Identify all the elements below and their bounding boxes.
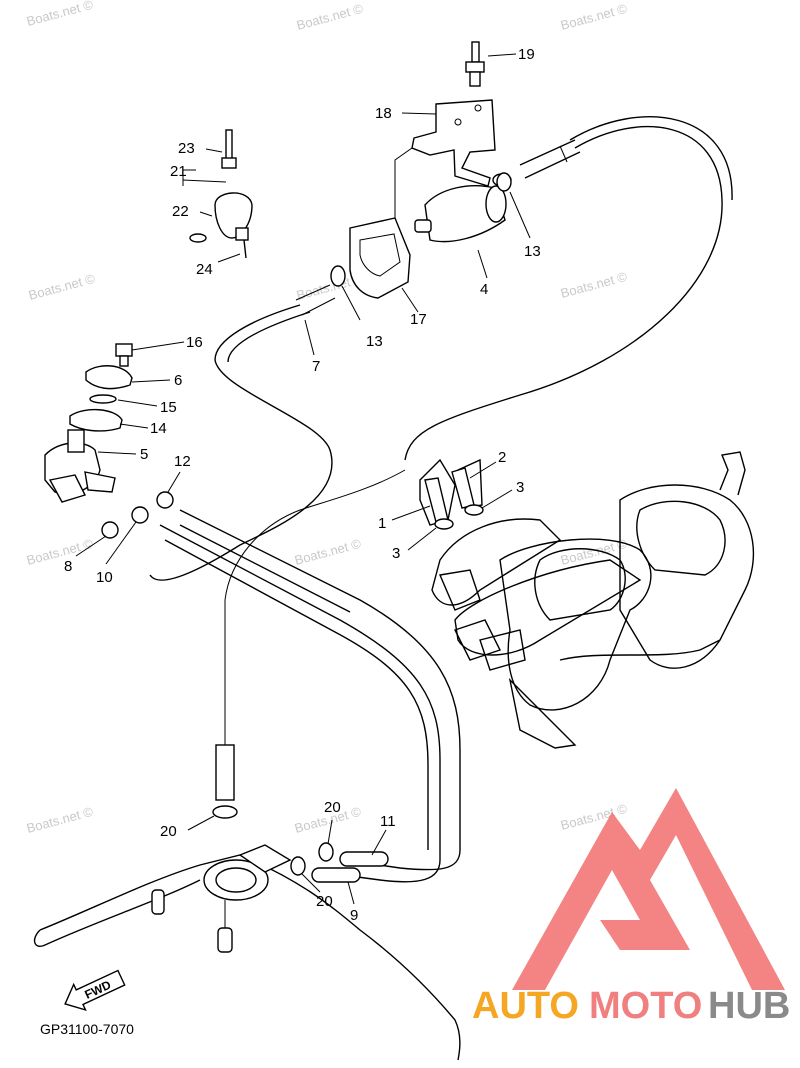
hose-7-edge [227,311,311,363]
callout-18: 18 [375,105,392,122]
logo-triangle-icon [512,788,785,990]
leader-lines [75,53,531,905]
tank-top [33,879,201,947]
callout-1: 1 [378,515,386,532]
filter-outlet-hose [519,139,581,179]
diagram-code: GP31100-7070 [40,1021,134,1037]
watermark: Boats.net © [293,536,363,568]
brand-logo: AUTO MOTO HUB [472,788,790,1027]
brand-auto: AUTO [472,985,579,1027]
clamp-3 [434,518,454,530]
holder-17 [349,217,411,299]
callout-6: 6 [174,372,182,389]
callout-12: 12 [174,453,191,470]
watermark: Boats.net © [25,804,95,836]
callout-13: 13 [366,333,383,350]
callout-24: 24 [196,261,213,278]
hose-11-inner [179,524,351,613]
fwd-arrow: FWD [64,969,126,1011]
callout-22: 22 [172,203,189,220]
fwd-label: FWD [82,978,113,1002]
clamp-8 [101,521,119,539]
vent-hose [224,469,406,745]
brand-moto: MOTO [589,985,702,1027]
bracket-hole [454,118,462,126]
tank-stud [151,889,165,915]
hose-mark [559,145,568,163]
return-hose-loop-inner [569,116,733,201]
hose-11-end [339,851,389,867]
hose-9-inner [164,539,429,850]
hose-1 [424,477,449,523]
callout-16: 16 [186,334,203,351]
engine-fuel-rail [419,451,755,749]
hose-11 [179,509,461,871]
callout-labels: 19 18 23 21 22 24 13 13 4 17 7 16 6 15 1… [64,46,541,924]
callout-20: 20 [316,893,333,910]
hose-9 [159,524,441,883]
callout-3: 3 [516,479,524,496]
pressure-regulator-assembly [44,343,133,503]
callout-4: 4 [480,281,488,298]
callout-21: 21 [170,163,187,180]
hose-7 [149,304,333,581]
brand-hub: HUB [708,985,790,1027]
bracket-lead [394,147,413,228]
bracket-hole [474,104,482,112]
callout-15: 15 [160,399,177,416]
fuel-pump-outlet [238,844,292,873]
clamp-20 [212,805,238,819]
callout-20: 20 [324,799,341,816]
clamp-20 [290,856,306,876]
callout-5: 5 [140,446,148,463]
watermark: Boats.net © [25,536,95,568]
callout-9: 9 [350,907,358,924]
clamp-13 [330,265,346,287]
bolt-19 [465,41,485,87]
clamp-3 [464,504,484,516]
hose-7-end [295,284,336,316]
callout-8: 8 [64,558,72,575]
clamp-12 [156,491,174,509]
watermark: Boats.net © [27,271,97,303]
bracket-18 [411,99,496,187]
return-hose-loop [404,125,723,461]
callout-23: 23 [178,140,195,157]
watermark: Boats.net © [25,0,95,29]
clamp-13 [496,172,512,192]
watermark: Boats.net © [559,1,629,33]
tank-pipe [215,744,235,801]
callout-20: 20 [160,823,177,840]
callout-2: 2 [498,449,506,466]
callout-17: 17 [410,311,427,328]
callout-13: 13 [524,243,541,260]
callout-19: 19 [518,46,535,63]
tank-pipe-bottom [217,927,233,953]
callout-14: 14 [150,420,167,437]
fuel-tank [39,854,461,1061]
clamp-10 [131,506,149,524]
hose-2 [451,467,475,509]
watermark: Boats.net © [559,269,629,301]
callout-10: 10 [96,569,113,586]
callout-7: 7 [312,358,320,375]
watermark: Boats.net © [295,1,365,33]
callout-11: 11 [380,813,396,830]
hose-9-end [311,867,361,883]
fuel-pump-top [215,867,257,893]
sensor-assembly [182,129,253,259]
clamp-20 [318,842,334,862]
callout-3: 3 [392,545,400,562]
